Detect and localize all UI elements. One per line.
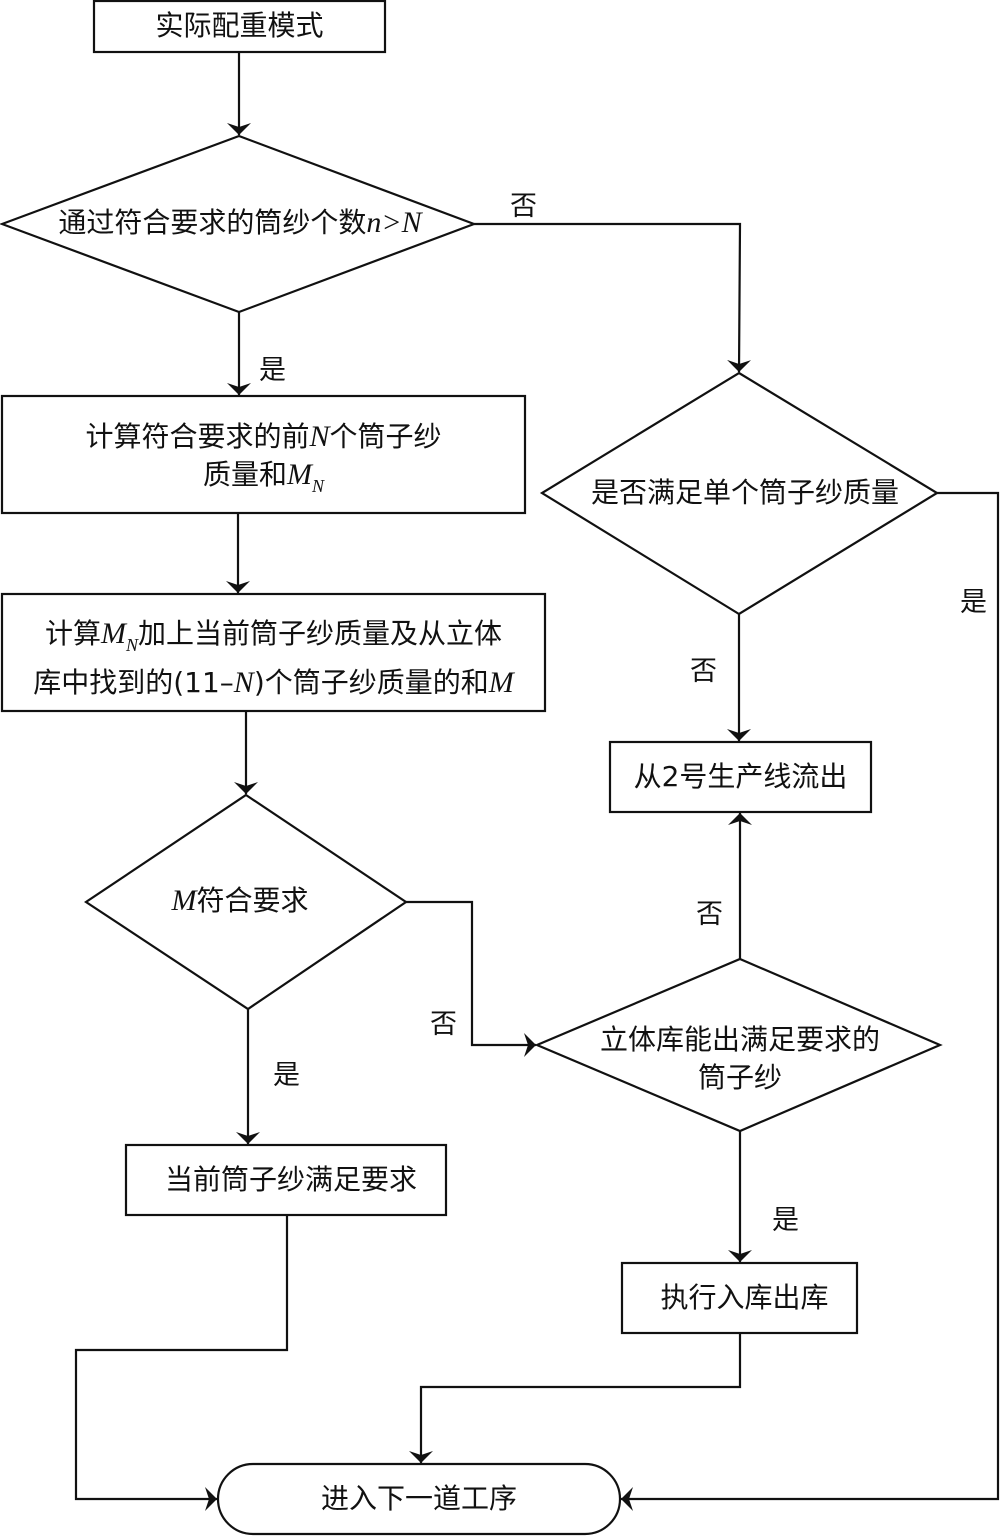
- edge-count-no: [474, 222, 752, 373]
- decision-storage-label: 立体库能出满足要求的 筒子纱: [560, 1021, 920, 1097]
- decision-single-label: 是否满足单个筒子纱质量: [590, 476, 899, 509]
- edge-label-m-no: 否: [430, 1009, 457, 1040]
- edge-label-count-no: 否: [510, 191, 537, 222]
- next-step-label: 进入下一道工序: [320, 1482, 517, 1515]
- sub-N: N: [125, 635, 138, 655]
- text: 计算符合要求的前: [85, 420, 310, 453]
- calc-m-box: [0, 592, 547, 713]
- decision-count-text: 通过符合要求的筒纱个数: [58, 206, 367, 239]
- calc-top-n-line1: 计算符合要求的前N个筒子纱: [2, 418, 525, 456]
- calc-top-n-box: [0, 394, 527, 515]
- operator: >: [381, 206, 402, 239]
- text: 库中找到的(11–: [33, 666, 234, 699]
- var-N: N: [401, 206, 422, 239]
- calc-m-label: 计算MN加上当前筒子纱质量及从立体 库中找到的(11–N)个筒子纱质量的和M: [2, 615, 545, 702]
- calc-m-line1: 计算MN加上当前筒子纱质量及从立体: [2, 615, 545, 664]
- line2-out-box: [608, 740, 873, 814]
- text: )个筒子纱质量的和: [253, 666, 489, 699]
- text: 加上当前筒子纱质量及从立体: [138, 617, 503, 650]
- line2-out-label: 从2号生产线流出: [633, 760, 848, 793]
- var-N: N: [233, 666, 254, 699]
- var-M: M: [100, 617, 126, 650]
- text: 符合要求: [196, 884, 309, 917]
- var-M: M: [287, 458, 312, 491]
- var-n: n: [366, 206, 382, 239]
- edge-storage-io-to-next: [409, 1333, 742, 1463]
- edge-label-storage-yes: 是: [772, 1205, 799, 1236]
- edge-label-count-yes: 是: [259, 355, 286, 386]
- text: 个筒子纱: [329, 420, 442, 453]
- var-N: N: [309, 420, 330, 453]
- edge-label-single-no: 否: [690, 656, 717, 687]
- var-M: M: [171, 884, 197, 917]
- current-ok-label: 当前筒子纱满足要求: [164, 1163, 417, 1196]
- edge-single-yes: [621, 491, 1000, 1511]
- edge-label-m-yes: 是: [273, 1060, 300, 1091]
- calc-top-n-label: 计算符合要求的前N个筒子纱 质量和MN: [2, 418, 525, 505]
- storage-io-label: 执行入库出库: [660, 1281, 829, 1314]
- decision-storage-line1: 立体库能出满足要求的: [599, 1023, 880, 1056]
- sub-N: N: [312, 476, 325, 496]
- decision-m-label: M符合要求: [120, 882, 360, 920]
- decision-count-label: 通过符合要求的筒纱个数n>N: [20, 204, 460, 242]
- edge-m-no: [406, 900, 536, 1057]
- edge-label-single-yes: 是: [960, 587, 987, 618]
- edge-current-ok-to-next: [74, 1215, 289, 1511]
- calc-m-line2: 库中找到的(11–N)个筒子纱质量的和M: [2, 664, 545, 702]
- decision-storage-line2: 筒子纱: [697, 1061, 782, 1094]
- start-label: 实际配重模式: [155, 9, 324, 42]
- edge-label-storage-no: 否: [696, 899, 723, 930]
- next-step-terminal: [216, 1462, 622, 1536]
- text: 质量和: [202, 458, 287, 491]
- text: 计算: [44, 617, 101, 650]
- var-M: M: [488, 666, 514, 699]
- calc-top-n-line2: 质量和MN: [2, 456, 525, 505]
